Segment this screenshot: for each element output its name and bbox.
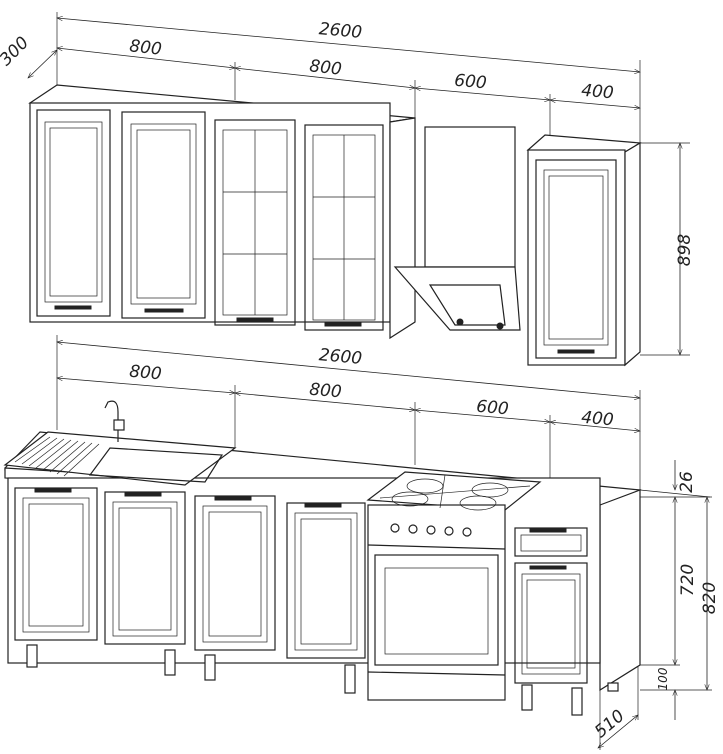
upper-total-width-label: 2600	[318, 19, 363, 43]
leg-height-label: 100	[656, 667, 670, 690]
upper-glass-door-1	[214, 119, 296, 326]
total-height-label: 820	[700, 582, 720, 614]
base-door-4	[286, 502, 366, 659]
upper-section-3-label: 600	[453, 71, 487, 94]
base-door-2	[104, 491, 186, 645]
lower-section-2-label: 800	[308, 380, 342, 403]
upper-depth-label: 300	[0, 33, 33, 70]
legs	[26, 644, 619, 716]
lower-depth-label: 510	[591, 706, 629, 742]
lower-section-4-label: 400	[580, 408, 614, 431]
upper-height-label: 898	[675, 234, 695, 267]
sink	[3, 400, 237, 486]
lower-section-1-label: 800	[128, 362, 162, 385]
upper-door-2	[121, 111, 206, 319]
base-door-3	[194, 495, 276, 651]
upper-door-1	[36, 109, 111, 317]
countertop-thickness-label: 26	[677, 471, 697, 493]
stove-knobs	[390, 523, 472, 537]
lower-section-3-label: 600	[475, 397, 509, 420]
upper-section-1-label: 800	[128, 36, 162, 59]
upper-section-2-label: 800	[308, 56, 342, 79]
stove	[366, 471, 542, 701]
upper-right-cabinet	[526, 134, 642, 367]
upper-glass-door-2	[304, 124, 384, 331]
upper-section-4-label: 400	[580, 81, 614, 104]
base-drawer-right	[514, 527, 588, 557]
base-door-1	[14, 487, 98, 641]
lower-total-width-label: 2600	[318, 345, 363, 369]
cabinet-height-label: 720	[678, 564, 698, 596]
upper-cabinets	[28, 84, 416, 340]
lower-dimensions: 2600 800 800 600 400 26 720 820 100 510	[56, 335, 720, 750]
oven-door	[374, 554, 499, 666]
range-hood	[393, 126, 521, 331]
base-door-right	[514, 562, 588, 684]
upper-total-dimension-line	[56, 16, 641, 74]
faucet	[104, 400, 119, 442]
